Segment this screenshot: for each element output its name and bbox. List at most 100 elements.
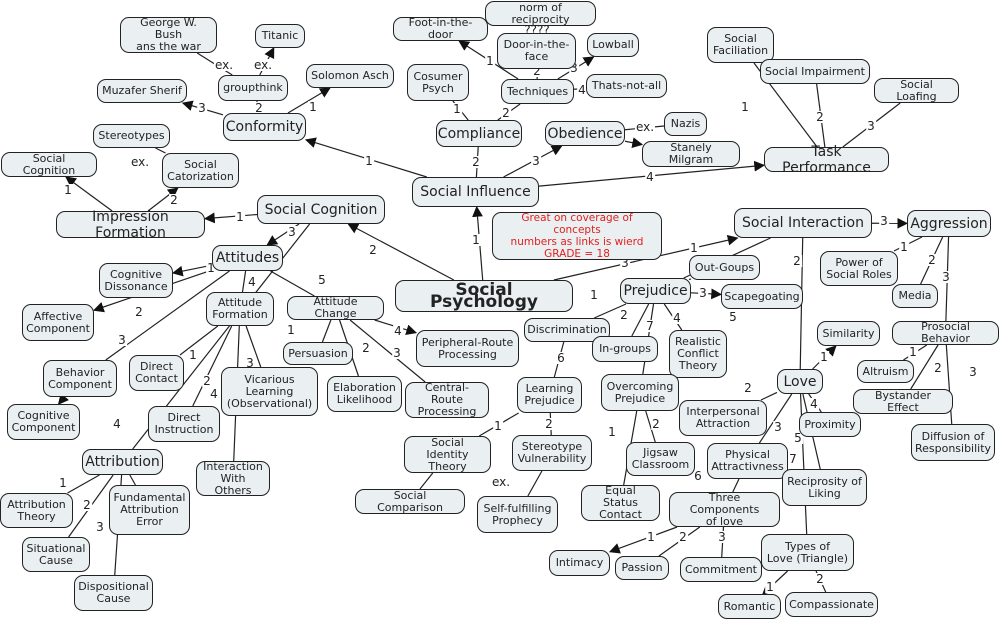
concept-node-comp[interactable]: Compliance [436, 120, 522, 147]
link-label: 3 [531, 154, 541, 168]
link-line [203, 212, 258, 224]
concept-node-scat[interactable]: Social Catorization [162, 153, 239, 188]
concept-node-sint[interactable]: Social Interaction [734, 208, 872, 238]
root-concept-node[interactable]: Social Psychology [395, 280, 573, 312]
concept-node-recip[interactable]: Reciprosity of Liking [782, 469, 867, 506]
concept-node-prosoc[interactable]: Prosocial Behavior [892, 321, 999, 345]
concept-node-obed[interactable]: Obedience [545, 121, 625, 146]
concept-node-stereo[interactable]: Stereotypes [93, 124, 170, 148]
concept-node-commit[interactable]: Commitment [680, 557, 762, 582]
concept-node-titanic[interactable]: Titanic [255, 24, 305, 48]
concept-node-scog2[interactable]: Social Cognition [1, 152, 97, 177]
concept-node-simp[interactable]: Social Impairment [760, 59, 870, 84]
link-label: 1 [188, 348, 198, 362]
concept-node-ipa[interactable]: Interpersonal Attraction [679, 400, 767, 436]
concept-node-phys[interactable]: Physical Attractivness [707, 443, 788, 479]
concept-node-lowball[interactable]: Lowball [587, 33, 639, 57]
concept-node-fae[interactable]: Fundamental Attribution Error [109, 485, 190, 535]
concept-node-jig[interactable]: Jigsaw Classroom [626, 442, 695, 476]
concept-node-disc[interactable]: Dispositional Cause [74, 575, 153, 611]
concept-node-groupthink[interactable]: groupthink [218, 75, 288, 101]
link-label: 1 [493, 419, 503, 433]
concept-node-stv[interactable]: Stereotype Vulnerability [512, 435, 592, 471]
concept-node-impf[interactable]: Impression Formation [56, 209, 205, 241]
concept-node-ditf[interactable]: Door-in-the- face [497, 33, 576, 69]
link-line [593, 303, 627, 319]
link-line [645, 410, 656, 443]
concept-node-esc[interactable]: Equal Status Contact [581, 485, 660, 521]
concept-node-cdis[interactable]: Cognitive Dissonance [99, 263, 173, 298]
concept-node-sim[interactable]: Similarity [817, 321, 880, 346]
concept-node-fitd[interactable]: Foot-in-the-door [393, 17, 488, 41]
concept-node-scape[interactable]: Scapegoating [721, 284, 803, 309]
link-line [321, 319, 332, 343]
concept-node-tna[interactable]: Thats-not-all [586, 74, 667, 98]
link-label: 2 [202, 374, 212, 388]
concept-node-pers[interactable]: Persuasion [283, 342, 353, 365]
concept-node-altr[interactable]: Altruism [857, 360, 914, 383]
concept-node-attform[interactable]: Attitude Formation [206, 292, 274, 326]
concept-node-prox[interactable]: Proximity [799, 412, 861, 437]
concept-node-attr[interactable]: Attribution [82, 449, 163, 475]
concept-node-conf[interactable]: Conformity [223, 113, 306, 141]
concept-node-sfac[interactable]: Social Faciliation [707, 27, 774, 63]
concept-node-attch[interactable]: Attitude Change [287, 296, 384, 320]
concept-node-cogc[interactable]: Cognitive Component [7, 404, 80, 440]
concept-node-diff[interactable]: Diffusion of Responsibility [911, 424, 995, 461]
concept-node-cosumer[interactable]: Cosumer Psych [407, 64, 469, 101]
concept-node-oprej[interactable]: Overcoming Prejudice [601, 374, 679, 411]
link-line [688, 278, 692, 281]
concept-node-asch[interactable]: Solomon Asch [306, 64, 394, 88]
concept-node-rom[interactable]: Romantic [718, 594, 781, 619]
concept-node-byst[interactable]: Bystander Effect [853, 389, 953, 414]
concept-node-tol[interactable]: Types of Love (Triangle) [761, 534, 854, 571]
concept-node-crp[interactable]: Central-Route Processing [405, 382, 489, 418]
concept-node-sfp[interactable]: Self-fulfilling Prophecy [477, 496, 558, 533]
concept-node-elab[interactable]: Elaboration Likelihood [327, 376, 402, 412]
link-line [245, 325, 262, 368]
concept-node-tech[interactable]: Techniques [501, 79, 574, 104]
concept-node-ing[interactable]: In-groups [592, 336, 658, 362]
concept-node-media[interactable]: Media [892, 284, 938, 308]
concept-node-task[interactable]: Task Performance [764, 144, 889, 176]
concept-node-norm[interactable]: norm of reciprocity [485, 1, 596, 26]
concept-node-rct[interactable]: Realistic Conflict Theory [669, 330, 727, 378]
concept-node-behc[interactable]: Behavior Component [43, 360, 117, 397]
concept-node-sherif[interactable]: Muzafer Sherif [97, 79, 187, 103]
concept-node-att[interactable]: Attitudes [212, 245, 283, 271]
link-label: 1 [899, 240, 909, 254]
concept-node-dcon[interactable]: Direct Contact [129, 355, 184, 391]
concept-node-lprej[interactable]: Learning Prejudice [517, 377, 582, 413]
concept-node-gwb[interactable]: George W. Bush ans the war [120, 17, 217, 53]
concept-node-sit[interactable]: Social Identity Theory [404, 436, 491, 473]
concept-node-sloaf[interactable]: Social Loafing [874, 78, 959, 103]
concept-node-attht[interactable]: Attribution Theory [0, 493, 73, 528]
link-label: 3 [620, 256, 630, 270]
concept-node-intim[interactable]: Intimacy [549, 550, 610, 576]
concept-node-prp[interactable]: Peripheral-Route Processing [416, 330, 519, 367]
concept-node-love[interactable]: Love [777, 369, 823, 394]
concept-node-compas[interactable]: Compassionate [785, 592, 878, 617]
concept-node-pass[interactable]: Passion [615, 556, 669, 580]
concept-node-sitc[interactable]: Situational Cause [22, 537, 90, 572]
concept-node-psr[interactable]: Power of Social Roles [820, 251, 898, 286]
concept-node-iwo[interactable]: Interaction With Others [196, 460, 270, 496]
concept-node-aggr[interactable]: Aggression [907, 210, 991, 237]
concept-node-affc[interactable]: Affective Component [22, 304, 94, 341]
concept-node-outg[interactable]: Out-Goups [689, 255, 760, 280]
link-label: 7 [788, 452, 798, 466]
link-line [349, 319, 426, 383]
link-label: 2 [651, 417, 661, 431]
concept-node-sc[interactable]: Social Cognition [257, 195, 385, 224]
concept-node-milgram[interactable]: Stanely Milgram [642, 141, 740, 167]
concept-node-vic[interactable]: Vicarious Learning (Observational) [221, 367, 318, 416]
concept-node-nazis[interactable]: Nazis [664, 112, 707, 136]
concept-node-tcl[interactable]: Three Components of love [669, 491, 780, 527]
concept-node-prej[interactable]: Prejudice [620, 278, 691, 304]
concept-node-si[interactable]: Social Influence [412, 177, 539, 207]
concept-node-dins[interactable]: Direct Instruction [148, 406, 220, 442]
link-label: 3 [569, 61, 579, 75]
link-label: 3 [773, 420, 783, 434]
concept-node-scomp[interactable]: Social Comparison [355, 489, 465, 514]
link-label: ex. [634, 120, 656, 134]
